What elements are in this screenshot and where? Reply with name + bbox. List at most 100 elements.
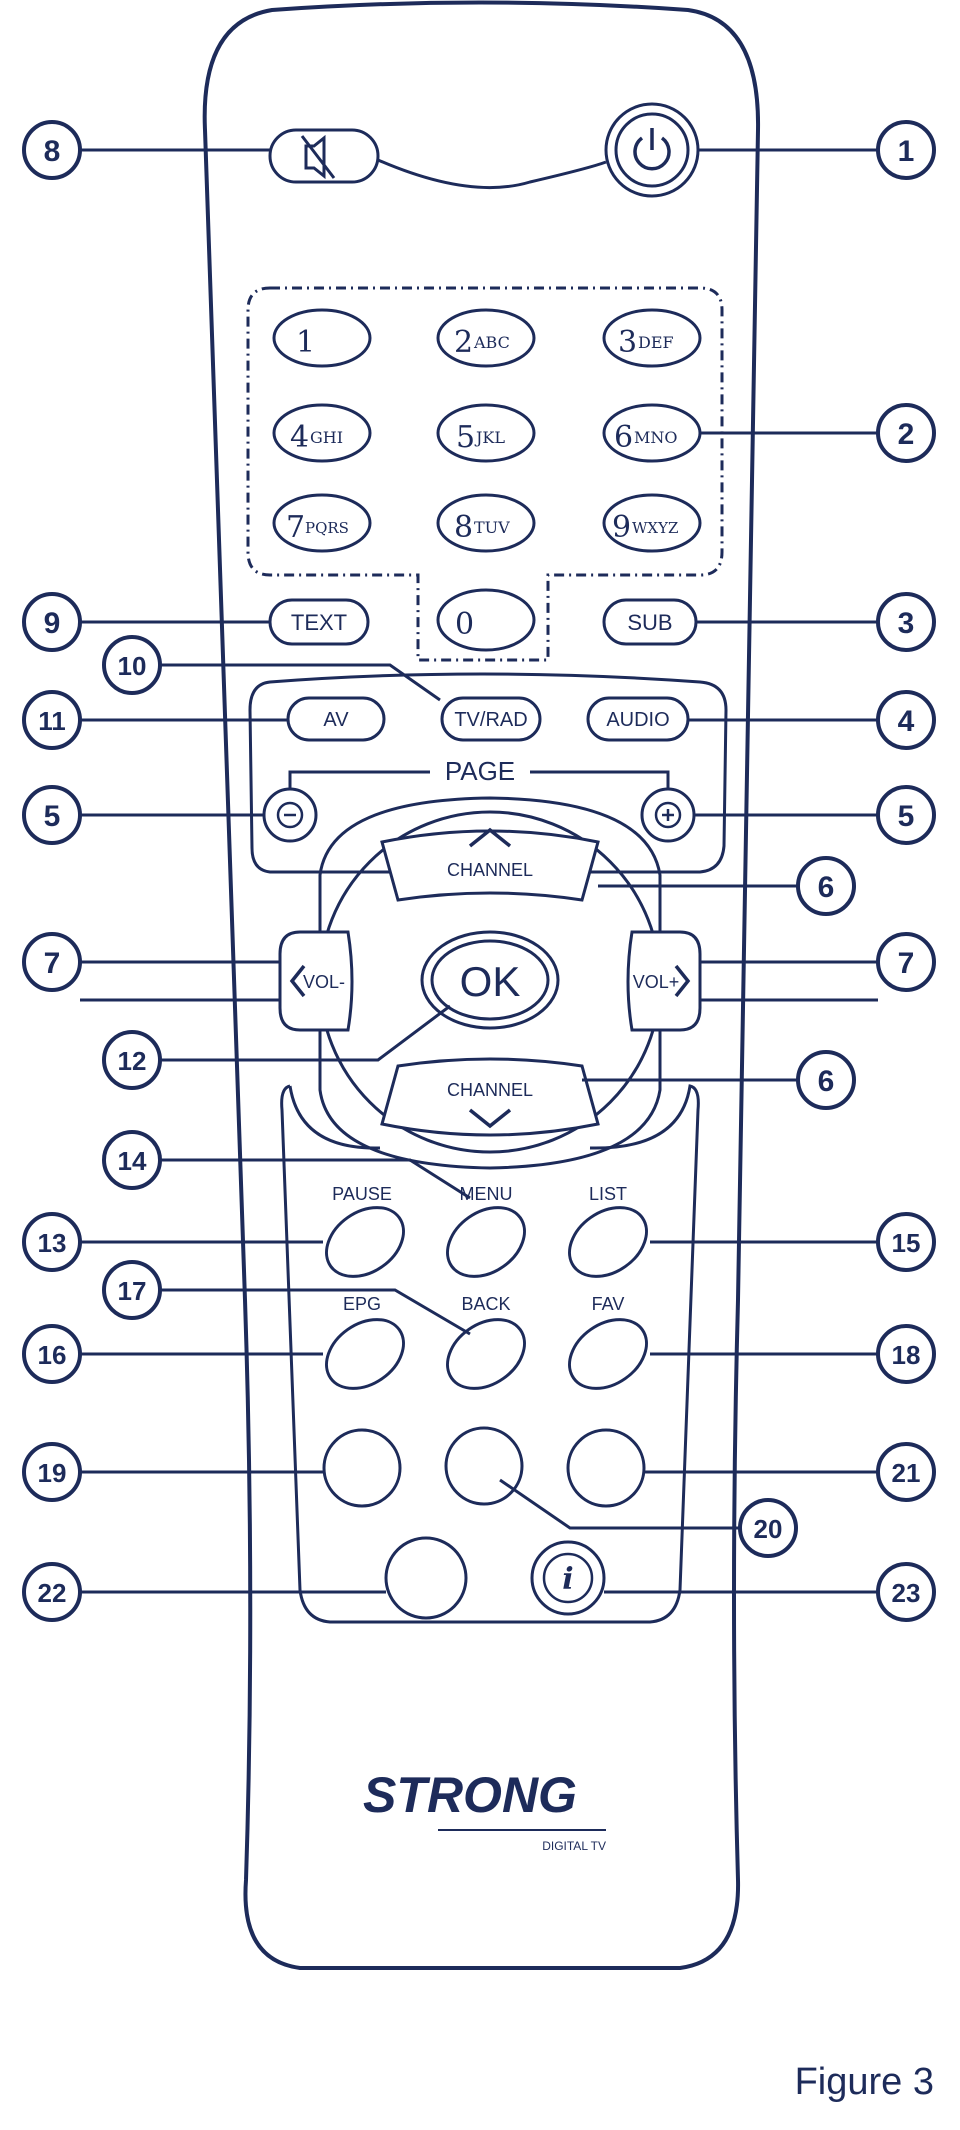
svg-text:16: 16 [38, 1340, 67, 1370]
callout-4: 4 [876, 690, 936, 750]
lower-panel [280, 1084, 700, 1624]
key-3[interactable]: 3 DEF [602, 308, 702, 368]
power-icon [633, 128, 671, 171]
epg-button[interactable] [313, 1305, 416, 1402]
key-4[interactable]: 4 GHI [272, 403, 372, 463]
callout-3: 3 [876, 592, 936, 652]
svg-text:0: 0 [455, 607, 474, 642]
color-key-right-button[interactable] [566, 1428, 646, 1508]
svg-text:TV/RAD: TV/RAD [454, 709, 527, 731]
chevron-right-icon [674, 964, 691, 998]
svg-text:2: 2 [454, 325, 473, 360]
key-1[interactable]: 1 [272, 308, 372, 368]
callout-6-top: 6 [796, 856, 856, 916]
menu-label: MENU [460, 1184, 513, 1204]
key-2[interactable]: 2 ABC [436, 308, 536, 368]
list-button[interactable] [556, 1193, 659, 1290]
svg-text:12: 12 [118, 1046, 147, 1076]
svg-text:20: 20 [754, 1514, 783, 1544]
pause-label: PAUSE [332, 1184, 392, 1204]
svg-text:STRONG: STRONG [363, 1767, 577, 1823]
callout-18: 18 [876, 1324, 936, 1384]
chevron-left-icon [289, 964, 306, 998]
chevron-up-icon [468, 827, 512, 848]
svg-text:CHANNEL: CHANNEL [447, 860, 533, 880]
key-5[interactable]: 5 JKL [436, 403, 536, 463]
tv-rad-button[interactable]: TV/RAD [440, 696, 542, 742]
channel-down-button[interactable]: CHANNEL [380, 1057, 600, 1137]
keypad-outline [246, 286, 724, 662]
vol-minus-button[interactable]: VOL- [278, 930, 354, 1032]
svg-text:9: 9 [612, 510, 631, 545]
fav-button[interactable] [556, 1305, 659, 1402]
extra-key-button[interactable] [384, 1536, 468, 1620]
back-button[interactable] [434, 1305, 537, 1402]
callout-1: 1 [876, 120, 936, 180]
page-label: PAGE [445, 756, 515, 786]
info-icon: i [562, 1562, 573, 1597]
key-6[interactable]: 6 MNO [602, 403, 702, 463]
svg-text:JKL: JKL [474, 428, 505, 447]
svg-text:5: 5 [44, 800, 61, 833]
speaker-mute-icon [300, 134, 336, 180]
callout-12: 12 [102, 1030, 162, 1090]
callout-10: 10 [102, 635, 162, 695]
svg-text:21: 21 [892, 1458, 921, 1488]
info-button[interactable]: i [530, 1540, 606, 1616]
audio-button[interactable]: AUDIO [586, 696, 690, 742]
color-key-left-button[interactable] [322, 1428, 402, 1508]
key-0[interactable]: 0 [436, 588, 536, 652]
callout-20: 20 [738, 1498, 798, 1558]
vol-plus-button[interactable]: VOL+ [626, 930, 702, 1032]
callout-6-bottom: 6 [796, 1050, 856, 1110]
callout-7-left: 7 [22, 932, 82, 992]
chevron-down-icon [468, 1108, 512, 1129]
svg-text:22: 22 [38, 1578, 67, 1608]
svg-text:ABC: ABC [473, 333, 510, 352]
ok-button[interactable]: OK [420, 930, 560, 1030]
mute-button[interactable] [268, 128, 380, 184]
svg-text:6: 6 [818, 1065, 835, 1098]
menu-button[interactable] [434, 1193, 537, 1290]
callout-16: 16 [22, 1324, 82, 1384]
callout-7-right: 7 [876, 932, 936, 992]
av-button[interactable]: AV [286, 696, 386, 742]
key-8[interactable]: 8 TUV [436, 493, 536, 553]
key-9[interactable]: 9 WXYZ [602, 493, 702, 553]
callout-5-right: 5 [876, 785, 936, 845]
svg-text:14: 14 [118, 1146, 147, 1176]
remote-body [202, 0, 761, 1970]
svg-text:13: 13 [38, 1228, 67, 1258]
callout-13: 13 [22, 1212, 82, 1272]
sub-button[interactable]: SUB [602, 598, 698, 646]
svg-text:WXYZ: WXYZ [632, 519, 678, 537]
key-7[interactable]: 7 PQRS [272, 493, 372, 553]
callout-14: 14 [102, 1130, 162, 1190]
svg-text:8: 8 [44, 135, 61, 168]
page-plus-button[interactable] [640, 787, 696, 843]
callout-8: 8 [22, 120, 82, 180]
svg-text:AUDIO: AUDIO [606, 709, 669, 731]
brand-logo: STRONG DIGITAL TV [363, 1767, 606, 1853]
svg-text:MNO: MNO [634, 428, 678, 447]
text-button[interactable]: TEXT [268, 598, 370, 646]
callout-22: 22 [22, 1562, 82, 1622]
channel-up-button[interactable]: CHANNEL [380, 827, 600, 902]
svg-text:VOL-: VOL- [303, 972, 345, 992]
color-key-middle-button[interactable] [444, 1426, 524, 1506]
svg-text:6: 6 [818, 871, 835, 904]
callout-21: 21 [876, 1442, 936, 1502]
svg-text:GHI: GHI [310, 428, 343, 447]
pause-button[interactable] [313, 1193, 416, 1290]
svg-text:TUV: TUV [474, 518, 510, 537]
page-minus-button[interactable] [262, 787, 318, 843]
power-button[interactable] [604, 102, 700, 198]
svg-text:PQRS: PQRS [305, 519, 349, 537]
callout-2: 2 [876, 403, 936, 463]
svg-text:SUB: SUB [627, 610, 672, 635]
svg-text:5: 5 [898, 800, 915, 833]
svg-text:6: 6 [614, 420, 633, 455]
figure-caption: Figure 3 [794, 2061, 934, 2103]
svg-text:2: 2 [898, 418, 915, 451]
callout-5-left: 5 [22, 785, 82, 845]
